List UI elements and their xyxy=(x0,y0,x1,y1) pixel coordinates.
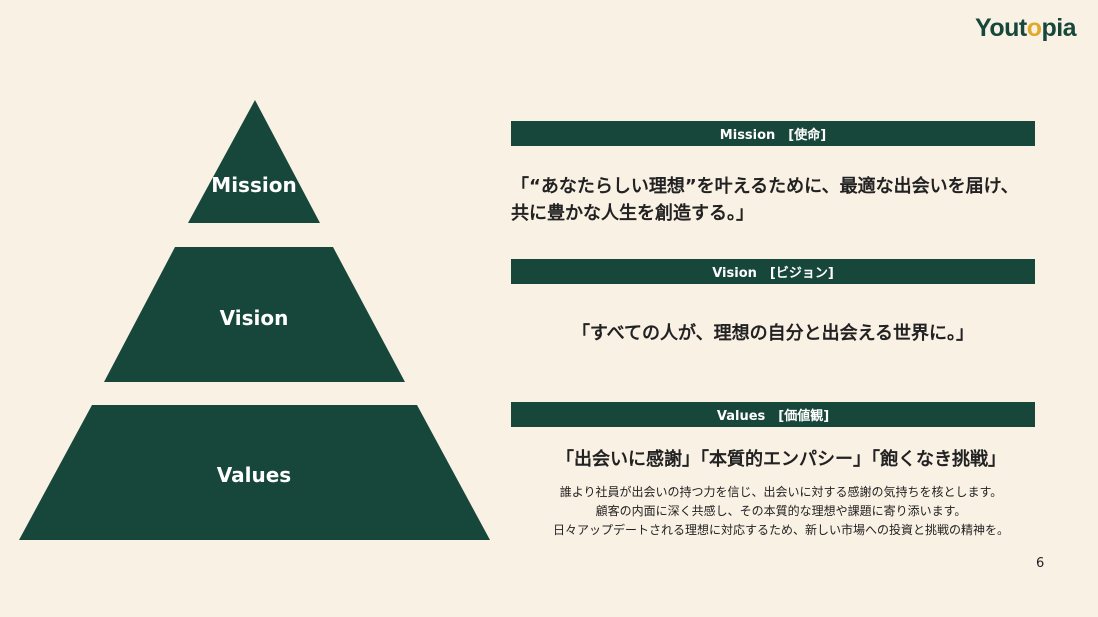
pyramid-vision xyxy=(104,247,405,382)
values-header: Values [価値観] xyxy=(511,402,1035,427)
pyramid-mission xyxy=(188,100,320,223)
logo: Youtopia xyxy=(975,14,1077,42)
pyramid-values xyxy=(19,405,490,540)
pyramid-label-values: Values xyxy=(216,463,292,487)
values-line: 日々アップデートされる理想に対応するため、新しい市場への投資と挑戦の精神を。 xyxy=(552,523,1009,537)
values-description: 誰より社員が出会いの持つ力を信じ、出会いに対する感謝の気持ちを核とします。 顧客… xyxy=(511,483,1051,540)
mission-line-2: 共に豊かな人生を創造する。」 xyxy=(511,203,754,224)
pyramid-label-vision: Vision xyxy=(219,306,289,330)
values-line: 顧客の内面に深く共感し、その本質的な理想や課題に寄り添います。 xyxy=(595,504,967,518)
mission-header: Mission [使命] xyxy=(511,121,1035,146)
vision-statement: 「すべての人が、理想の自分と出会える世界に。」 xyxy=(571,323,975,344)
mission-line-1: 「“あなたらしい理想”を叶えるために、最適な出会いを届け、 xyxy=(511,176,1019,197)
vision-header: Vision [ビジョン] xyxy=(511,259,1035,284)
page-number: 6 xyxy=(1036,556,1045,571)
values-headline: 「出会いに感謝」「本質的エンパシー」「飽くなき挑戦」 xyxy=(556,449,1006,470)
pyramid xyxy=(19,100,490,540)
values-line: 誰より社員が出会いの持つ力を信じ、出会いに対する感謝の気持ちを核とします。 xyxy=(559,485,1003,499)
pyramid-label-mission: Mission xyxy=(211,173,297,197)
